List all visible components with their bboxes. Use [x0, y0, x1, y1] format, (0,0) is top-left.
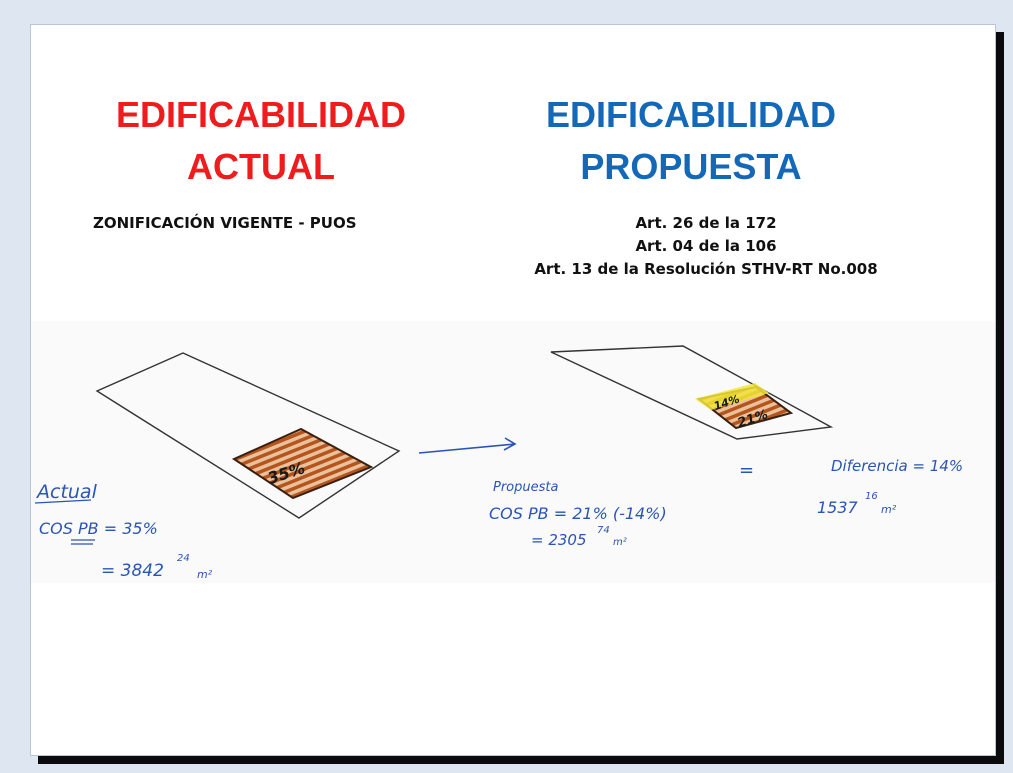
title-propuesta-line2: PROPUESTA — [580, 146, 802, 187]
note-propuesta-area-unit: m² — [613, 537, 627, 548]
title-actual-line1: EDIFICABILIDAD — [116, 94, 406, 135]
legal-ref-2: Art. 04 de la 106 — [635, 237, 777, 255]
note-propuesta-area-sup: 74 — [597, 525, 610, 536]
note-actual-cos: COS PB = 35% — [39, 519, 158, 538]
title-propuesta: EDIFICABILIDAD PROPUESTA — [501, 89, 881, 193]
subtitle-zonificacion: ZONIFICACIÓN VIGENTE - PUOS — [93, 214, 357, 232]
note-propuesta-area: = 2305 — [531, 531, 587, 549]
slide: EDIFICABILIDAD ACTUAL EDIFICABILIDAD PRO… — [30, 24, 996, 756]
note-actual-area: = 3842 — [101, 561, 164, 581]
note-propuesta-cos: COS PB = 21% (-14%) — [489, 504, 667, 523]
legal-ref-3: Art. 13 de la Resolución STHV-RT No.008 — [534, 260, 878, 278]
title-actual-line2: ACTUAL — [187, 146, 335, 187]
title-actual: EDIFICABILIDAD ACTUAL — [71, 89, 451, 193]
note-actual-area-sup: 24 — [177, 553, 190, 564]
note-diferencia-area-sup: 16 — [865, 491, 878, 502]
note-diferencia-area: 1537 — [817, 498, 859, 517]
handwritten-sketch: 35% 14% 21% Actual COS PB = 35% = 3842 2… — [31, 321, 995, 583]
legal-ref-1: Art. 26 de la 172 — [635, 214, 777, 232]
title-propuesta-line1: EDIFICABILIDAD — [546, 94, 836, 135]
arrow-icon — [418, 437, 517, 454]
note-actual-area-unit: m² — [197, 568, 213, 581]
plot-propuesta — [550, 345, 834, 440]
note-equals: = — [739, 460, 754, 481]
note-diferencia-area-unit: m² — [881, 503, 897, 516]
note-propuesta-label: Propuesta — [493, 480, 558, 495]
note-diferencia-label: Diferencia = 14% — [831, 457, 963, 475]
legal-references: Art. 26 de la 172 Art. 04 de la 106 Art.… — [471, 212, 941, 281]
plot-actual — [95, 352, 401, 519]
note-actual-label: Actual — [35, 481, 98, 503]
